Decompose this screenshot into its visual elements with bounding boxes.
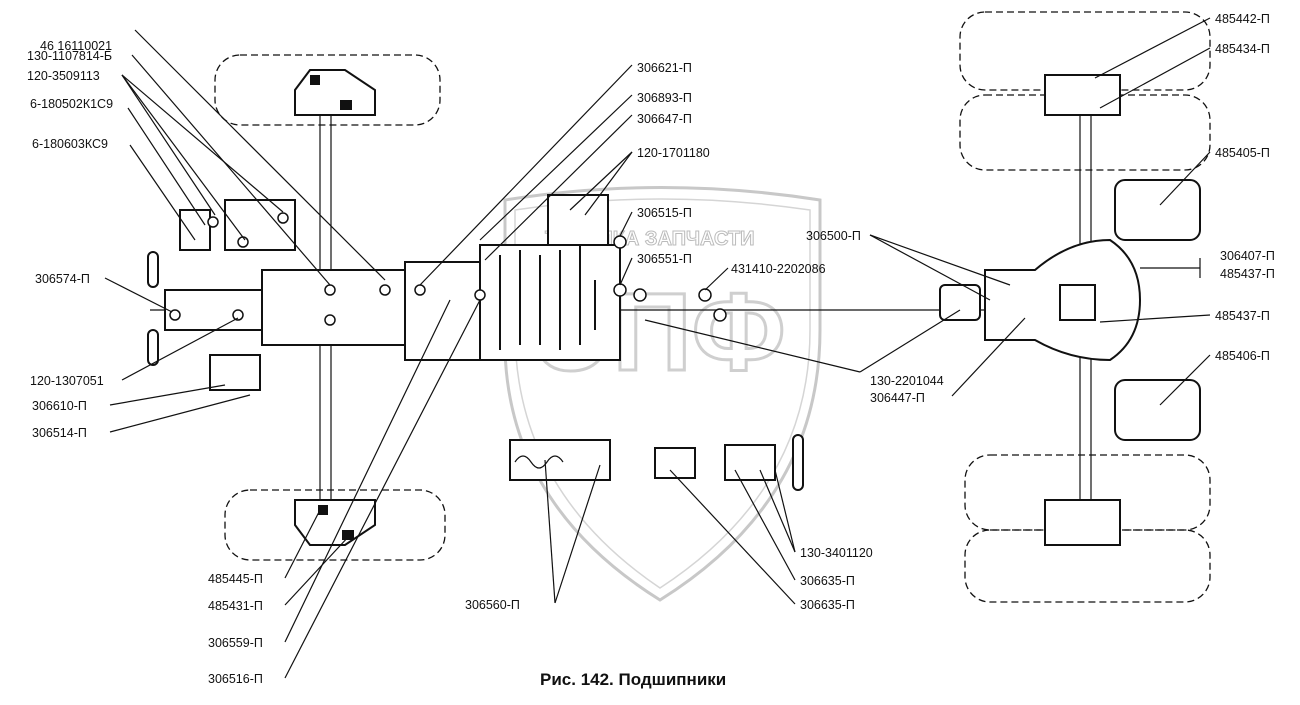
part-label: 485437-П [1220, 267, 1275, 281]
part-label: 306610-П [32, 399, 87, 413]
part-label: 485434-П [1215, 42, 1270, 56]
part-label: 306514-П [32, 426, 87, 440]
part-label: 306574-П [35, 272, 90, 286]
part-label: 431410-2202086 [731, 262, 826, 276]
part-label: 120-1701180 [637, 146, 710, 160]
part-label: 130-3401120 [800, 546, 873, 560]
part-label: 306893-П [637, 91, 692, 105]
part-label: 306447-П [870, 391, 925, 405]
steering [509, 434, 804, 491]
part-label: 306635-П [800, 598, 855, 612]
leader-lines [104, 17, 1211, 679]
figure-caption: Рис. 142. Подшипники [540, 670, 726, 689]
powertrain [147, 194, 1140, 391]
part-label: 306635-П [800, 574, 855, 588]
part-label: 306621-П [637, 61, 692, 75]
part-label: 306551-П [637, 252, 692, 266]
part-label: 46 16110021 [40, 39, 112, 53]
part-label: 485445-П [208, 572, 263, 586]
part-label: 6-180603КС9 [32, 137, 108, 151]
part-label: 306407-П [1220, 249, 1275, 263]
part-label: 306559-П [208, 636, 263, 650]
part-label: 120-3509113 [27, 69, 100, 83]
part-label: 130-1107814-Б [27, 49, 112, 63]
part-label: 485431-П [208, 599, 263, 613]
part-label: 306515-П [637, 206, 692, 220]
rear-axle [939, 74, 1201, 546]
part-label: 485442-П [1215, 12, 1270, 26]
part-label: 6-180502К1С9 [30, 97, 113, 111]
part-label: 306647-П [637, 112, 692, 126]
part-label: 130-2201044 [870, 374, 944, 388]
part-labels: 46 16110021 130-1107814-Б 120-3509113 6-… [27, 12, 1275, 686]
part-label: 120-1307051 [30, 374, 104, 388]
part-label: 485405-П [1215, 146, 1270, 160]
part-label: 485406-П [1215, 349, 1270, 363]
part-label: 306516-П [208, 672, 263, 686]
part-label: 306560-П [465, 598, 520, 612]
part-label: 485437-П [1215, 309, 1270, 323]
part-label: 306500-П [806, 229, 861, 243]
